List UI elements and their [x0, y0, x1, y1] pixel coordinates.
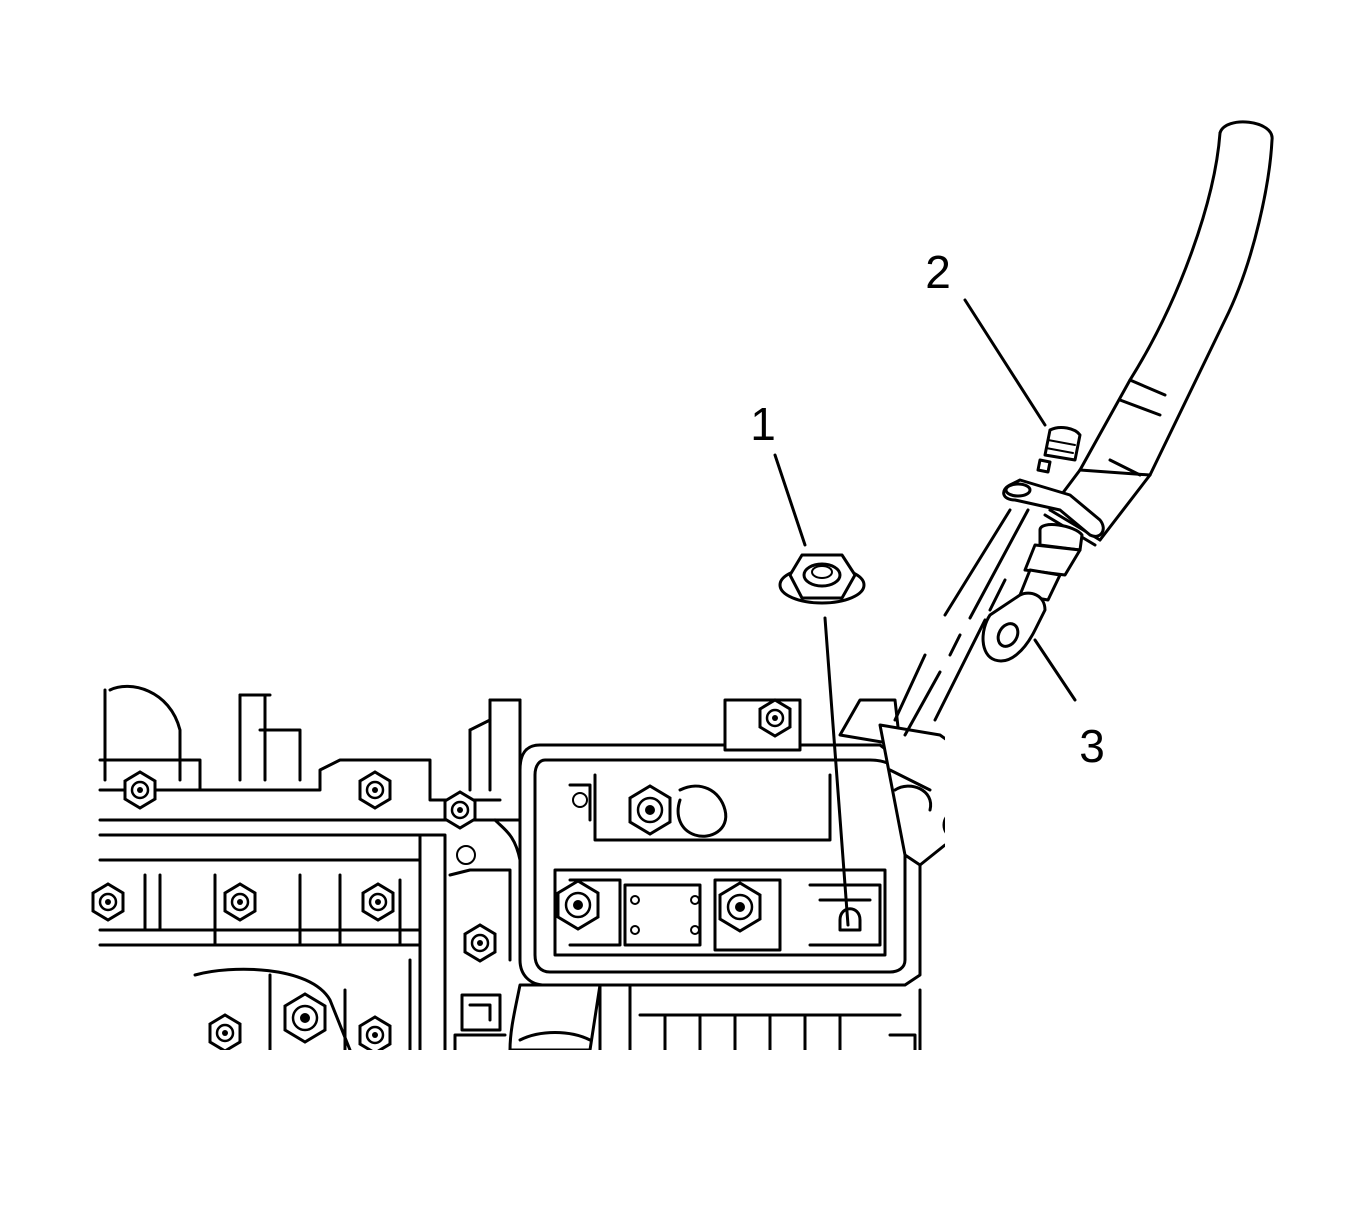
flange-nut-1	[778, 553, 866, 605]
leader-1	[773, 453, 807, 547]
callout-2: 2	[925, 246, 951, 298]
callout-3: 3	[1079, 720, 1105, 772]
bolt-2	[1002, 426, 1105, 538]
callout-1: 1	[750, 398, 776, 450]
callouts: 1 2 3	[750, 246, 1105, 772]
harness-tube	[893, 120, 1274, 722]
install-lines	[823, 508, 1030, 927]
transmission-housing	[91, 684, 945, 1050]
leader-3	[1033, 638, 1077, 702]
ring-terminal-3	[981, 523, 1084, 663]
leader-2	[963, 298, 1047, 427]
leader-lines	[773, 298, 1077, 702]
